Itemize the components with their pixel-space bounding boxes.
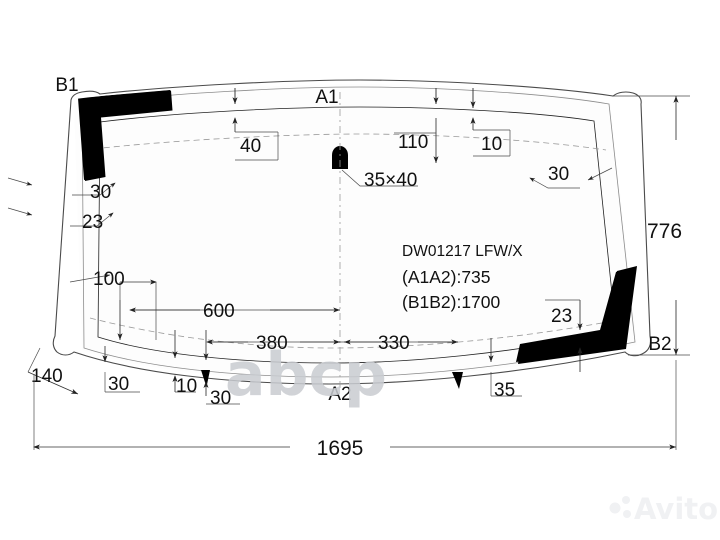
dim-bottom-left-30: 30 [108, 374, 129, 395]
point-label-a1: A1 [315, 87, 338, 108]
watermark-avito: Avito [609, 492, 718, 526]
dim-bottom-right-35-group: 35 [488, 338, 522, 401]
point-label-a2: A2 [328, 384, 351, 405]
point-label-b1: B1 [55, 75, 78, 96]
right-band-dimension: 30 [529, 164, 613, 189]
overall-width-dimension: 1695 [33, 360, 677, 460]
glass-surface [74, 84, 637, 380]
dim-bottom-inset-100: 100 [93, 269, 125, 290]
windshield-frame-outer [52, 79, 652, 385]
spec-b1b2: (B1B2):1700 [402, 292, 501, 312]
dim-380-group: 380 [206, 333, 340, 354]
spec-a1a2: (A1A2):735 [402, 267, 491, 287]
bottom-dashed-curve [89, 317, 619, 349]
dim-bottom-right-35: 35 [494, 380, 515, 401]
dim-600-group: 600 [129, 301, 340, 322]
dim-100-group: 100 [69, 269, 157, 340]
dim-bottom-10: 10 [176, 376, 197, 397]
title-block: DW01217 LFW/X (A1A2):735 (B1B2):1700 [402, 243, 523, 312]
shade-band-bottom-right-overlay [518, 266, 637, 364]
bottom-tab-right [452, 372, 463, 389]
dim-bottom-left-30-group: 30 [102, 346, 140, 395]
watermark-center: abcp [225, 340, 387, 410]
dim-top-right-offset: 10 [481, 134, 502, 155]
dim-right-lower-band: 23 [551, 306, 572, 327]
dim-overall-height: 776 [647, 220, 682, 243]
dim-right-band: 30 [548, 164, 569, 185]
dim-left-band-outer: 30 [90, 182, 111, 203]
bottom-tab-left [201, 370, 210, 387]
windshield-body [52, 79, 652, 389]
dim-center-380: 380 [256, 333, 288, 354]
dim-330-group: 330 [340, 333, 458, 354]
point-label-b2: B2 [648, 334, 671, 355]
dim-left-band-inner: 23 [82, 212, 103, 233]
dim-bottom-left-corner: 140 [31, 366, 63, 387]
dim-top-left-offset: 40 [240, 136, 261, 157]
watermark-avito-text: Avito [634, 492, 718, 526]
dim-bottom-10-group: 10 [172, 330, 197, 397]
mirror-mount-callout: 35×40 [341, 169, 418, 191]
dim-bottom-30: 30 [210, 388, 231, 409]
dim-top-mid-offset: 110 [398, 132, 428, 153]
dim-overall-width: 1695 [317, 437, 364, 460]
dim-center-330: 330 [378, 333, 410, 354]
top-dimensions: 40 A1 110 10 [232, 87, 511, 163]
mirror-button [332, 146, 348, 169]
right-lower-band-dimension: 23 [545, 299, 583, 372]
shade-band-dashed-curve [83, 133, 607, 151]
dim-center-600: 600 [203, 301, 235, 322]
overall-height-dimension: 776 [612, 95, 690, 356]
shade-band-top-left-overlay [80, 90, 173, 181]
left-band-dimensions: 30 23 [7, 177, 116, 233]
mirror-mount-label: 35×40 [364, 170, 417, 191]
part-number: DW01217 LFW/X [402, 243, 523, 260]
glass-edge-line [81, 86, 636, 378]
dim-bottom-30-group: 30 [203, 330, 240, 409]
dim-140-group: 140 [27, 347, 79, 395]
